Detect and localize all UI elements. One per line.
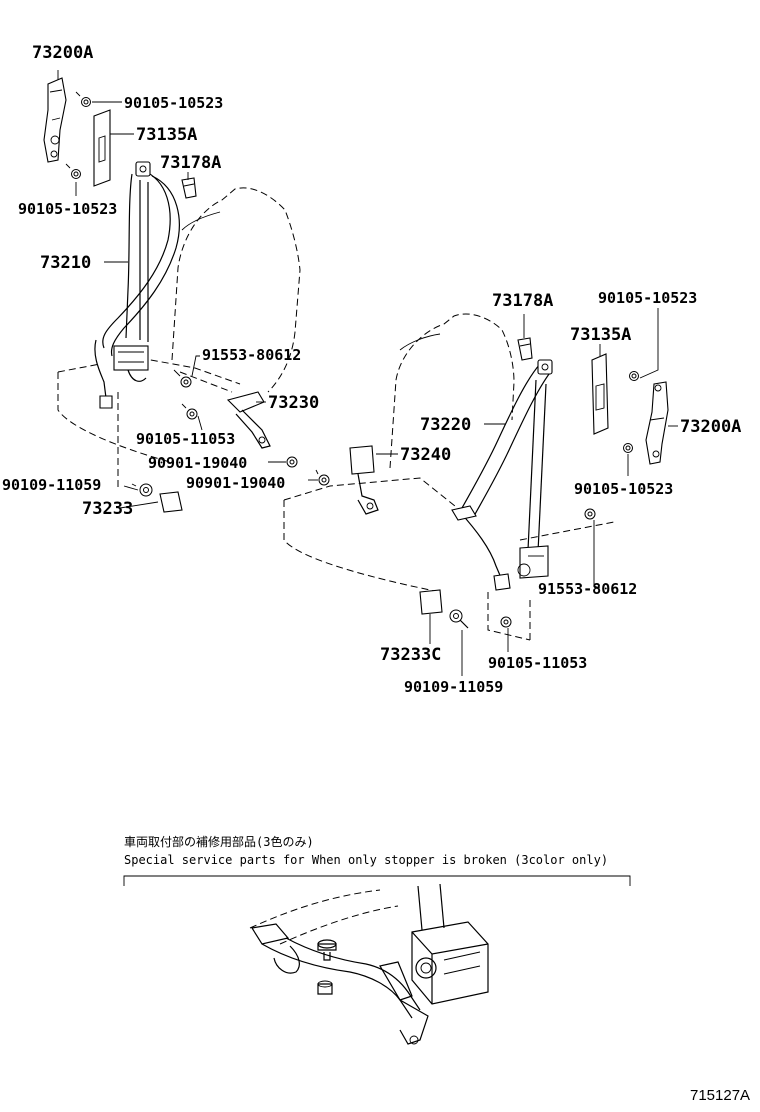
- label-73233: 73233: [82, 499, 133, 519]
- leader-lines: [75, 101, 678, 676]
- label-90105-10523-d: 90105-10523: [574, 480, 673, 498]
- note-japanese: 車両取付部の補修用部品(3色のみ): [124, 834, 314, 849]
- right-seat-cushion: [283, 477, 615, 641]
- label-73135A-left: 73135A: [136, 125, 197, 145]
- left-seat-cushion: [57, 357, 241, 488]
- label-90105-11053-left: 90105-11053: [136, 430, 235, 448]
- label-91553-80612-left: 91553-80612: [202, 346, 301, 364]
- right-seat-back: [389, 313, 515, 469]
- left-cover-73135A: [93, 109, 111, 187]
- right-belt-assembly: [451, 359, 553, 591]
- left-seat-back: [171, 187, 301, 393]
- label-73200A-left: 73200A: [32, 43, 93, 63]
- label-73135A-right: 73135A: [570, 325, 631, 345]
- label-90105-10523-c: 90105-10523: [598, 289, 697, 307]
- right-buckle-73240: [349, 445, 379, 515]
- label-73200A-right: 73200A: [680, 417, 741, 437]
- note-bracket: [123, 875, 631, 886]
- left-buckle-73230: [226, 391, 271, 449]
- note-english: Special service parts for When only stop…: [124, 853, 608, 867]
- label-73220: 73220: [420, 415, 471, 435]
- stopper-detail-drawing: [249, 883, 489, 1045]
- label-73210: 73210: [40, 253, 91, 273]
- left-bolts: [65, 91, 330, 497]
- service-note: 車両取付部の補修用部品(3色のみ) Special service parts …: [123, 834, 631, 886]
- label-90109-11059-right: 90109-11059: [404, 678, 503, 696]
- right-cover-73135A: [591, 353, 609, 435]
- label-90105-10523-b: 90105-10523: [18, 200, 117, 218]
- right-cover-73233C: [419, 589, 443, 615]
- figure-number: 715127A: [690, 1087, 750, 1104]
- label-73178A-right: 73178A: [492, 291, 553, 311]
- label-90901-19040-b: 90901-19040: [186, 474, 285, 492]
- left-upper-anchor-73200A: [43, 70, 67, 163]
- left-bracket-73178A: [181, 177, 197, 199]
- label-90105-11053-right: 90105-11053: [488, 654, 587, 672]
- right-bolts: [449, 371, 639, 629]
- right-upper-anchor-73200A: [645, 381, 669, 465]
- label-73240: 73240: [400, 445, 451, 465]
- label-73233C: 73233C: [380, 645, 441, 665]
- label-90901-19040-a: 90901-19040: [148, 454, 247, 472]
- label-90109-11059-left: 90109-11059: [2, 476, 101, 494]
- left-belt-assembly: [94, 161, 180, 409]
- left-cover-73233: [159, 491, 183, 513]
- right-bracket-73178A: [517, 337, 533, 361]
- label-91553-80612-right: 91553-80612: [538, 580, 637, 598]
- label-73230: 73230: [268, 393, 319, 413]
- label-90105-10523-a: 90105-10523: [124, 94, 223, 112]
- label-73178A-left: 73178A: [160, 153, 221, 173]
- part-labels: 73200A 90105-10523 73135A 73178A 90105-1…: [2, 43, 741, 696]
